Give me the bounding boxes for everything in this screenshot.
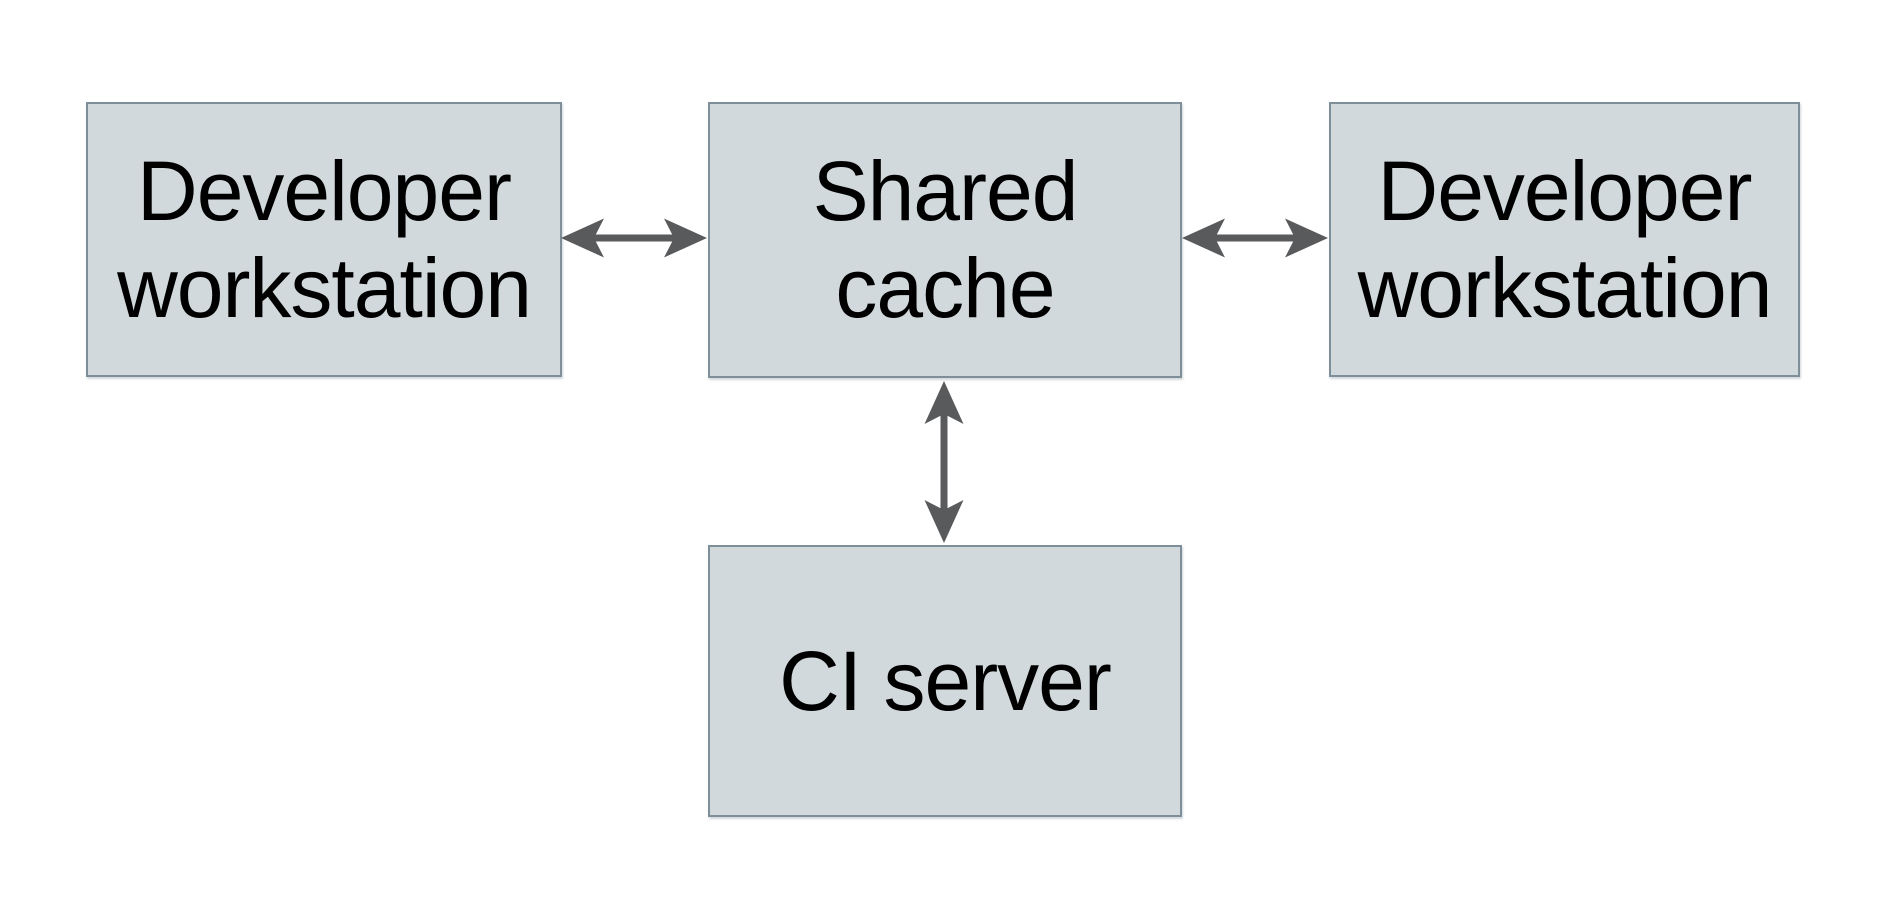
node-shared-cache: Shared cache xyxy=(708,102,1182,378)
node-label-ci-server: CI server xyxy=(779,633,1112,728)
node-label-shared-cache: Shared cache xyxy=(812,144,1079,335)
node-developer-workstation-left: Developer workstation xyxy=(86,102,562,377)
bidirectional-arrow-cache-to-ci-server xyxy=(924,381,964,543)
node-label-developer-workstation-right: Developer workstation xyxy=(1357,143,1773,335)
node-label-developer-workstation-left: Developer workstation xyxy=(117,143,532,335)
bidirectional-arrow-workstation-left-to-cache xyxy=(561,218,707,258)
node-developer-workstation-right: Developer workstation xyxy=(1329,102,1800,377)
bidirectional-arrow-cache-to-workstation-right xyxy=(1182,218,1328,258)
node-ci-server: CI server xyxy=(708,545,1182,817)
